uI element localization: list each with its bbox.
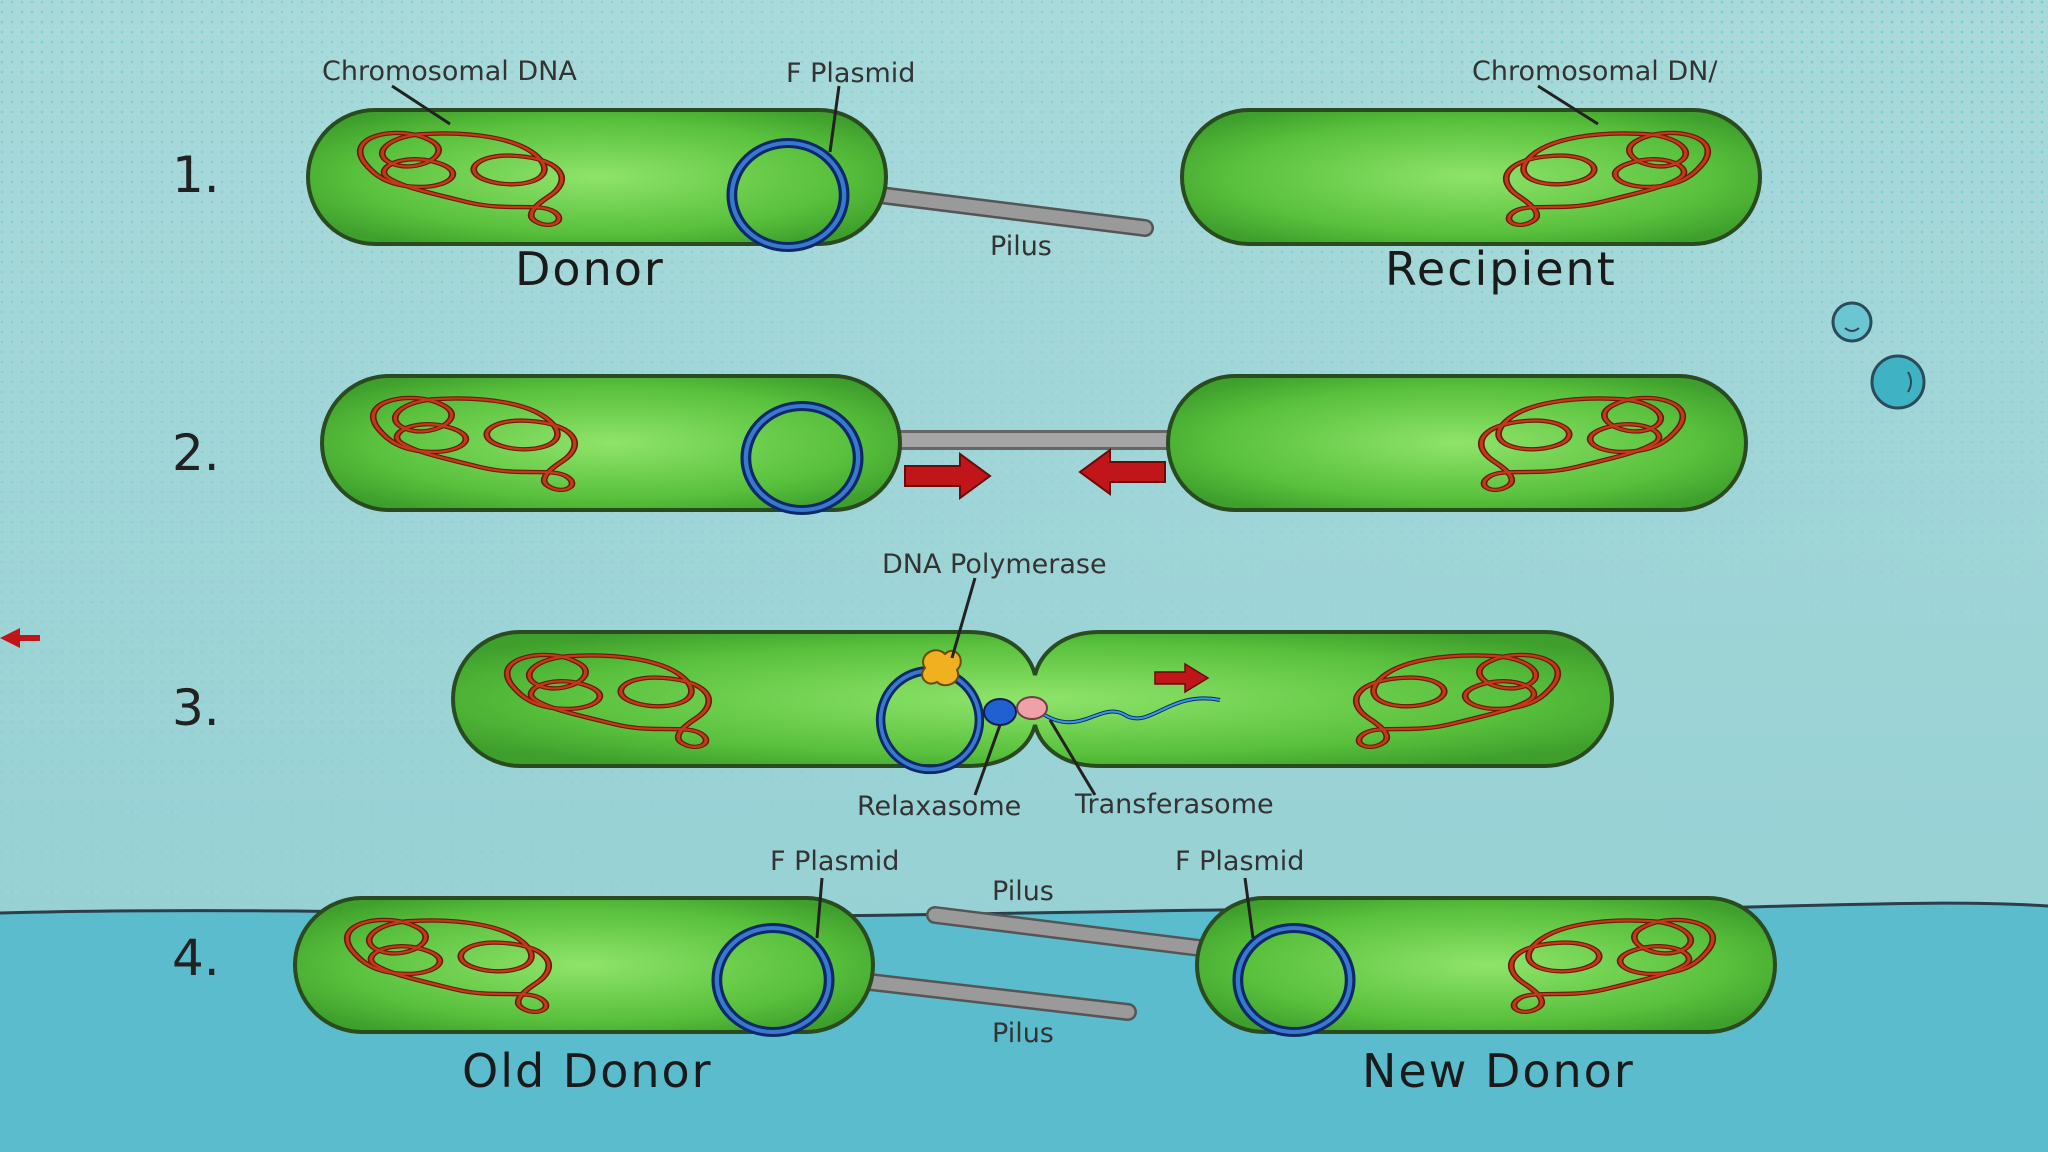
step-2: 2. (172, 424, 220, 482)
relaxasome-blob (983, 698, 1017, 726)
transferasome-blob (1016, 696, 1048, 720)
bubble-small (1831, 301, 1873, 343)
label-pilus-row1: Pilus (990, 231, 1052, 262)
label-old-donor: Old Donor (462, 1044, 713, 1098)
step-4: 4. (172, 929, 220, 987)
pilus-row1 (873, 188, 1152, 235)
label-chromosomal-dna-right: Chromosomal DN/ (1472, 56, 1718, 87)
label-pilus-row4-top: Pilus (992, 876, 1054, 907)
pilus-row4-top (928, 908, 1207, 955)
label-f-plasmid-right: F Plasmid (1175, 846, 1304, 877)
label-donor: Donor (515, 242, 665, 296)
row-2 (320, 374, 1748, 510)
label-dna-polymerase: DNA Polymerase (882, 549, 1107, 580)
label-relaxasome: Relaxasome (857, 791, 1021, 822)
label-pilus-row4-bottom: Pilus (992, 1018, 1054, 1049)
pilus-row4-bottom (863, 975, 1135, 1019)
label-transferasome: Transferasome (1074, 789, 1274, 820)
arrow-right (904, 453, 991, 499)
label-chromosomal-dna-left: Chromosomal DNA (322, 56, 577, 87)
step-1: 1. (172, 146, 220, 204)
donor-cell (306, 108, 888, 246)
bubble-large (1870, 354, 1926, 410)
label-new-donor: New Donor (1362, 1044, 1635, 1098)
pilus-row2 (895, 433, 1170, 447)
recipient-cell (1180, 108, 1762, 246)
row-1: Chromosomal DNA F Plasmid Chromosomal DN… (306, 56, 1762, 296)
arrow-left (1079, 449, 1166, 495)
label-recipient: Recipient (1385, 242, 1617, 296)
label-f-plasmid-row1: F Plasmid (786, 58, 915, 89)
old-donor-cell (293, 896, 875, 1034)
row-3: DNA Polymerase Relaxasome Transferasome (0, 549, 1614, 822)
step-3: 3. (172, 679, 220, 737)
dna-polymerase-blob (921, 649, 962, 687)
row-4: F Plasmid F Plasmid Pilus Pilus Old Dono… (293, 846, 1777, 1098)
label-f-plasmid-left: F Plasmid (770, 846, 899, 877)
